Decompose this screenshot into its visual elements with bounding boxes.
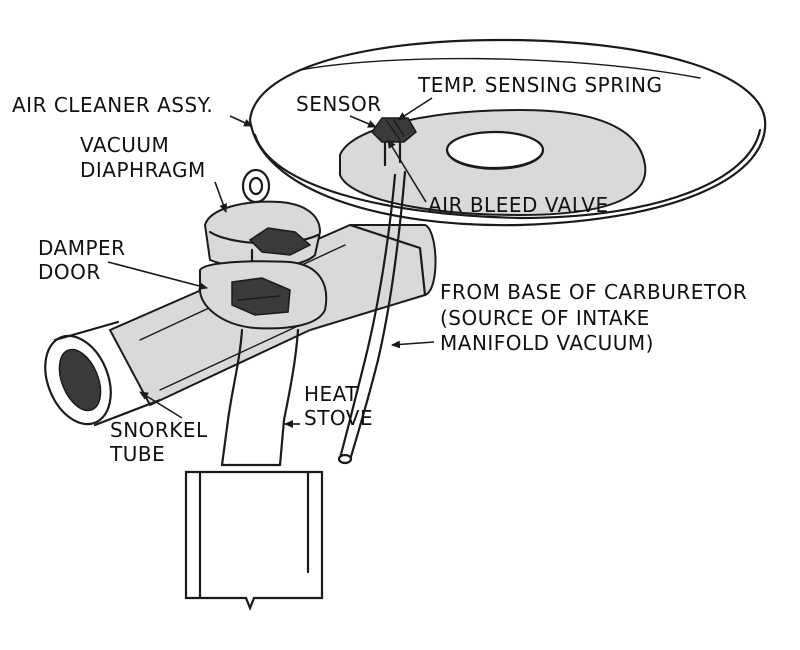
sensor (371, 117, 417, 167)
label-vacuum-diaphragm-line1: VACUUM (80, 133, 170, 157)
vacuum-hose (337, 170, 407, 465)
label-snorkel-tube-line2: TUBE (110, 442, 166, 466)
snorkel-tube (44, 320, 162, 427)
label-carburetor-line3: MANIFOLD VACUUM) (440, 331, 654, 355)
damper-door (199, 260, 328, 330)
air-cleaner-base (339, 108, 647, 217)
vacuum-diaphragm (203, 168, 322, 297)
heat-stove (184, 328, 324, 611)
label-heat-stove-line1: HEAT (304, 382, 359, 406)
label-air-cleaner: AIR CLEANER ASSY. (12, 93, 214, 117)
label-carburetor-line1: FROM BASE OF CARBURETOR (440, 280, 748, 304)
label-sensor: SENSOR (296, 92, 382, 116)
leader-lines (107, 97, 435, 428)
label-vacuum-diaphragm-line2: DIAPHRAGM (80, 158, 206, 182)
label-temp-sensing-spring: TEMP. SENSING SPRING (418, 73, 663, 97)
label-heat-stove-line2: STOVE (304, 406, 374, 430)
label-air-bleed-valve: AIR BLEED VALVE (428, 193, 609, 217)
label-damper-door-line2: DOOR (38, 260, 101, 284)
label-damper-door-line1: DAMPER (38, 236, 126, 260)
label-carburetor-line2: (SOURCE OF INTAKE (440, 306, 650, 330)
label-snorkel-tube-line1: SNORKEL (110, 418, 208, 442)
